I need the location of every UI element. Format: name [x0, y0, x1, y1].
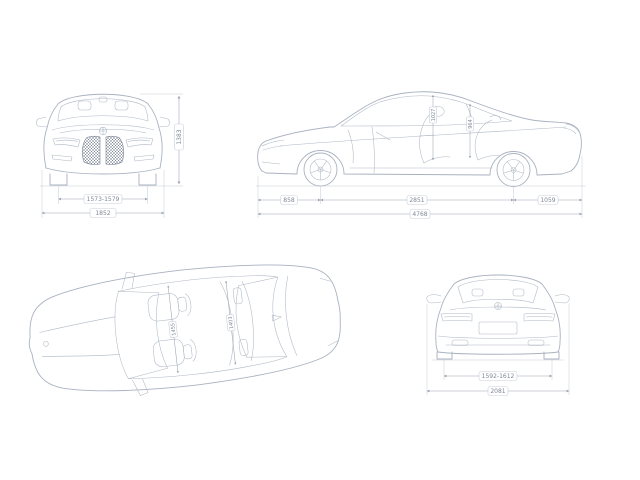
front-headlight-left	[52, 137, 81, 148]
front-car-drawing	[36, 93, 170, 187]
front-headrest-left	[77, 100, 92, 111]
front-width-value: 1852	[95, 210, 110, 217]
front-headlight-right	[125, 137, 154, 148]
front-wheel	[303, 152, 338, 187]
rear-taillight-left	[440, 312, 473, 322]
dim-label-length: 4768	[409, 209, 431, 219]
front-height-value: 1383	[176, 129, 183, 144]
wheelbase-value: 2851	[409, 197, 424, 204]
side-body-outline	[257, 91, 582, 172]
front-windshield	[57, 96, 149, 122]
rear-bumper-lines	[437, 335, 559, 346]
top-windshield	[114, 291, 168, 380]
rear-track-value: 1592-1612	[482, 373, 515, 380]
side-view: 1027 964 858 2851 1059	[256, 91, 586, 219]
length-value: 4768	[412, 211, 427, 218]
rear-window	[457, 279, 539, 304]
dim-label-front-width: 1852	[89, 208, 117, 218]
front-intakes	[51, 154, 155, 162]
license-plate	[478, 321, 518, 335]
front-track-value: 1573-1579	[87, 196, 120, 203]
rear-mirror-left	[426, 294, 442, 304]
top-greenhouse-sides	[118, 275, 288, 380]
side-rocker-line	[261, 150, 572, 176]
rear-mirror-right	[554, 294, 570, 304]
rear-dimensions: 1592-1612 2081	[426, 304, 570, 396]
top-mirror-right	[132, 378, 149, 396]
bmw-roundel-front	[98, 126, 108, 136]
side-car-drawing	[256, 91, 586, 187]
top-car-drawing	[28, 264, 341, 396]
dim-label-rear-track: 1592-1612	[478, 371, 518, 381]
front-headrest-right	[114, 100, 129, 111]
dim-label-interior-width-rear: 1403	[226, 314, 236, 332]
side-interior	[347, 105, 502, 164]
rear-body-outline	[435, 274, 561, 353]
interior-width-front-value: 1455	[170, 323, 177, 336]
rear-view: 1592-1612 2081	[426, 274, 570, 396]
top-rear-window	[235, 276, 288, 358]
dim-label-wheelbase: 2851	[406, 195, 428, 205]
front-view: 1383 1573-1579 1852	[36, 93, 184, 218]
rearview-mirror	[98, 96, 108, 103]
top-dimensions: 1455 1403	[167, 280, 237, 374]
side-interior-dimensions: 1027 964	[429, 94, 474, 161]
top-view: 1455 1403	[28, 264, 341, 396]
front-bumper-bottom	[45, 167, 161, 175]
bmw-roundel-rear	[494, 302, 502, 310]
dim-label-front-track: 1573-1579	[83, 194, 123, 204]
rear-car-drawing	[426, 274, 570, 361]
dim-label-rear-overhang: 1059	[537, 195, 559, 205]
front-mirror-right	[158, 116, 170, 128]
rear-headrest-right	[512, 288, 525, 297]
front-mirror-left	[36, 116, 48, 128]
side-body-lines	[261, 123, 580, 174]
rear-wheel	[496, 153, 531, 187]
width-mirrors-value: 2081	[490, 388, 505, 395]
front-overhang-value: 858	[283, 197, 295, 204]
dim-label-interior-width-front: 1455	[168, 320, 178, 338]
side-glasshouse	[340, 95, 513, 127]
top-trunk-lines	[271, 275, 338, 356]
headroom-front-value: 1027	[431, 109, 437, 122]
top-mirror-left	[121, 272, 135, 290]
dim-label-width-mirrors: 2081	[487, 386, 509, 396]
top-body-outline	[28, 264, 341, 392]
dim-label-headroom-front: 1027	[429, 106, 437, 124]
front-wheels	[49, 173, 157, 186]
front-dimensions: 1383 1573-1579 1852	[41, 93, 184, 218]
side-dimensions: 858 2851 1059 4768	[257, 156, 583, 219]
dim-label-front-overhang: 858	[280, 195, 298, 205]
interior-width-rear-value: 1403	[228, 316, 235, 329]
rear-bumper-bottom	[437, 351, 559, 355]
front-body-outline	[43, 93, 163, 169]
rear-wheels	[436, 351, 560, 360]
top-rear-bench	[219, 280, 254, 366]
rear-overhang-value: 1059	[540, 197, 555, 204]
kidney-grille	[81, 135, 125, 165]
rear-taillight-right	[523, 312, 556, 322]
rear-headrest-left	[471, 288, 484, 297]
dim-label-headroom-rear: 964	[466, 116, 474, 132]
top-hood-lines	[39, 316, 120, 357]
headroom-rear-value: 964	[468, 119, 474, 129]
dim-label-front-height: 1383	[174, 123, 184, 151]
